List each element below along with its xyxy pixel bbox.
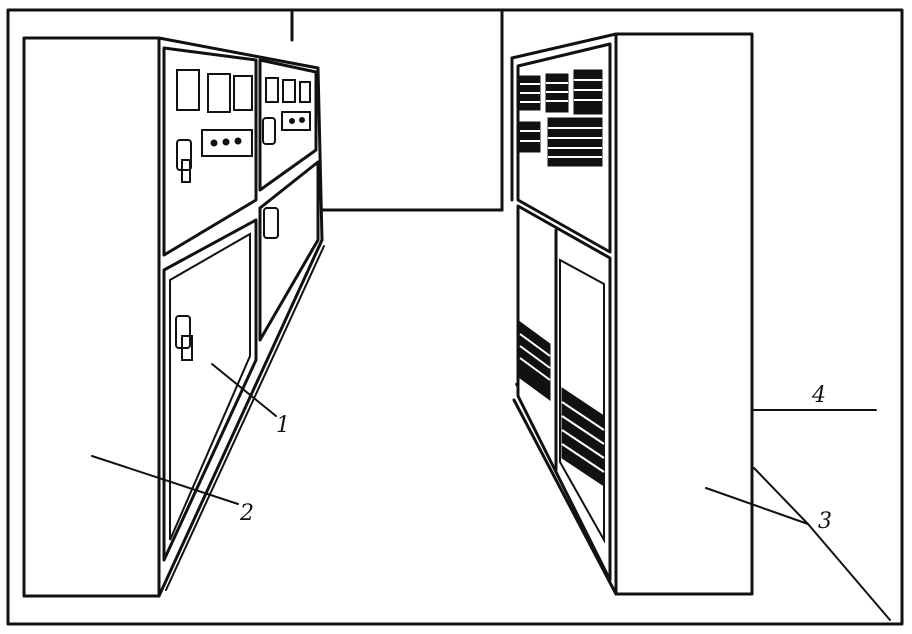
callout-3-label: 3 xyxy=(818,509,832,534)
outer-frame xyxy=(6,8,904,626)
back-wall xyxy=(290,8,504,212)
left-meters-1 xyxy=(176,69,253,113)
callout-4-label: 4 xyxy=(811,383,826,408)
left-control-strip-2 xyxy=(281,111,311,131)
callout-3-leader-c xyxy=(807,523,891,621)
right-door-inner xyxy=(559,258,605,544)
right-vent-grilles-upper xyxy=(519,69,603,167)
left-meters-2 xyxy=(265,77,311,103)
callout-2-leader xyxy=(91,455,239,505)
left-cabinet-row xyxy=(22,36,325,598)
callout-3-leader-b xyxy=(753,467,809,525)
callout-1-leader xyxy=(211,363,277,417)
left-upper-panel-2 xyxy=(258,58,318,192)
left-handle-icon-3 xyxy=(175,315,193,361)
left-handle-icon-4 xyxy=(263,207,279,239)
callout-1-label: 1 xyxy=(276,413,290,438)
left-lower-door-1 xyxy=(162,218,258,562)
right-cabinet-row xyxy=(510,32,754,596)
callout-3: 3 xyxy=(705,467,891,621)
left-end-panel xyxy=(22,36,161,598)
left-lower-door-2 xyxy=(258,160,320,342)
right-end-panel xyxy=(614,32,754,596)
left-door-1-inner xyxy=(169,232,251,541)
right-vent-grilles-lower xyxy=(519,321,605,487)
callout-2: 2 xyxy=(91,455,254,526)
callout-2-label: 2 xyxy=(239,501,254,526)
callout-4: 4 xyxy=(753,383,877,411)
left-handle-icon-1 xyxy=(176,139,192,183)
callout-3-leader-a xyxy=(705,487,809,525)
callout-1: 1 xyxy=(211,363,290,438)
left-handle-icon-2 xyxy=(262,117,276,145)
left-control-strip-1 xyxy=(201,129,253,157)
